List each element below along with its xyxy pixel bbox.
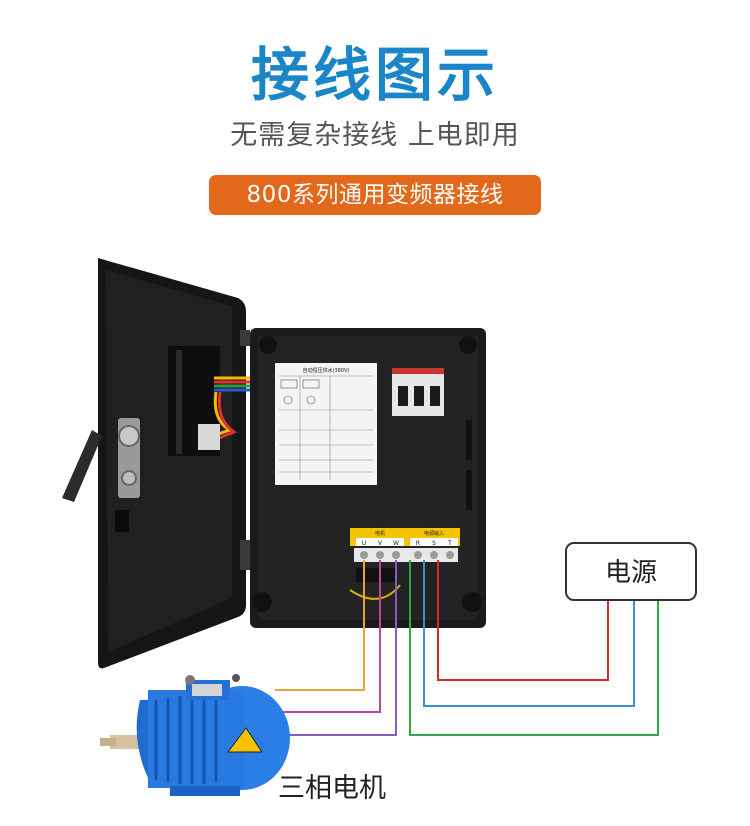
terminal-label-r: R bbox=[416, 540, 420, 547]
wire-t bbox=[409, 560, 659, 736]
motor-illustration bbox=[100, 674, 290, 796]
terminal-block: 电机 电源输入 U V W R S T bbox=[349, 528, 460, 600]
info-sheet-title: 自动恒压供水(380V) bbox=[303, 367, 350, 374]
circuit-breaker bbox=[392, 368, 444, 416]
wire-s bbox=[423, 560, 635, 707]
output-group-label: 电机 bbox=[375, 530, 385, 537]
terminal-label-w: W bbox=[393, 540, 399, 547]
motor-wires bbox=[268, 560, 397, 736]
power-source-label: 电源 bbox=[604, 558, 657, 588]
power-source-box bbox=[565, 542, 697, 601]
terminal-label-u: U bbox=[362, 540, 366, 547]
page-title: 接线图示 bbox=[250, 41, 499, 109]
wire-w bbox=[285, 560, 397, 736]
cabinet-door bbox=[62, 258, 250, 669]
motor-label: 三相电机 bbox=[278, 773, 386, 804]
series-badge: 800系列通用变频器接线 bbox=[209, 175, 541, 215]
terminal-label-s: S bbox=[432, 540, 436, 547]
page-subtitle: 无需复杂接线 上电即用 bbox=[230, 120, 520, 151]
wire-u bbox=[275, 560, 365, 691]
terminal-label-v: V bbox=[378, 540, 383, 547]
wire-r bbox=[437, 560, 609, 681]
wire-v bbox=[268, 560, 381, 713]
terminal-label-t: T bbox=[447, 540, 452, 547]
info-sheet: 自动恒压供水(380V) bbox=[275, 363, 377, 485]
power-wires bbox=[409, 560, 659, 736]
input-group-label: 电源输入 bbox=[424, 530, 444, 537]
